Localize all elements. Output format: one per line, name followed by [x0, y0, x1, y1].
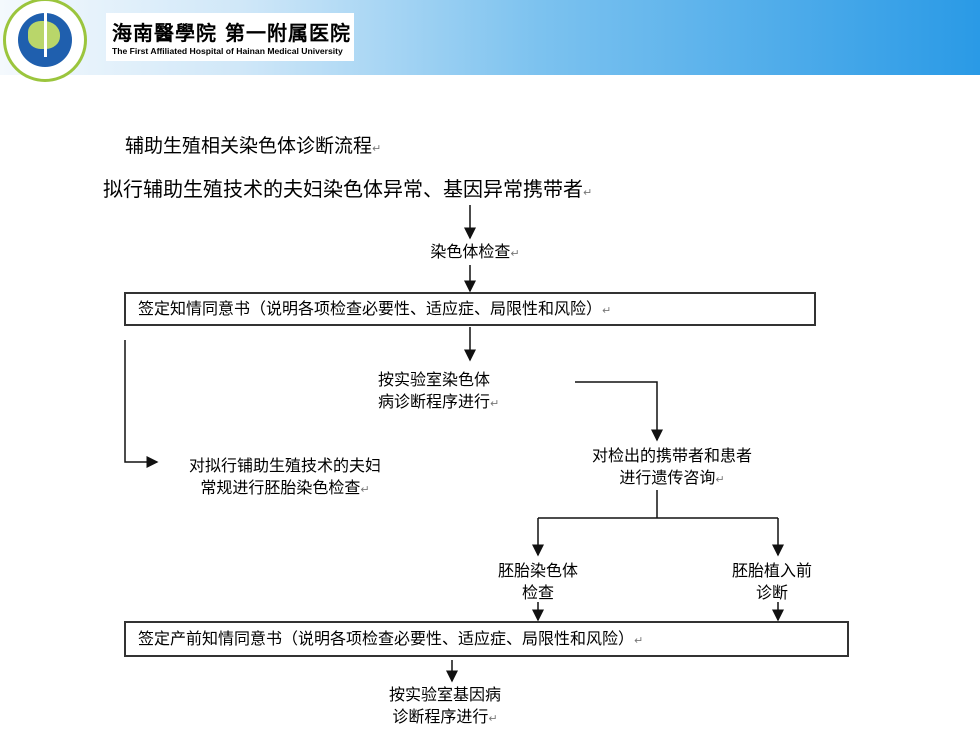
arrow-lab-to-counseling	[575, 381, 663, 442]
consent-box: 签定知情同意书（说明各项检查必要性、适应症、局限性和风险）↵	[124, 292, 816, 326]
hospital-name-en: The First Affiliated Hospital of Hainan …	[112, 46, 343, 56]
arrow-consent-to-left-branch	[124, 340, 159, 468]
gene-procedure-node: 按实验室基因病诊断程序进行↵	[388, 685, 501, 726]
counseling-node: 对检出的携带者和患者进行遗传咨询↵	[591, 446, 752, 487]
left-branch-node: 对拟行铺助生殖技术的夫妇常规进行胚胎染色检查↵	[188, 456, 381, 497]
hospital-name-cn: 海南醫學院 第一附属医院	[112, 21, 351, 45]
lab-procedure-node: 按实验室染色体病诊断程序进行↵	[378, 370, 500, 411]
prenatal-consent-box: 签定产前知情同意书（说明各项检查必要性、适应症、局限性和风险）↵	[124, 621, 849, 657]
pgd-node: 胚胎植入前诊断	[731, 561, 812, 602]
hospital-title-banner: 海南醫學院 第一附属医院 The First Affiliated Hospit…	[106, 13, 354, 61]
flow-start-node: 拟行辅助生殖技术的夫妇染色体异常、基因异常携带者↵	[103, 177, 593, 201]
hospital-logo	[3, 0, 87, 82]
flow-title: 辅助生殖相关染色体诊断流程↵	[125, 135, 382, 157]
embryo-chromosome-node: 胚胎染色体检查	[497, 561, 578, 602]
slide-header: 海南醫學院 第一附属医院 The First Affiliated Hospit…	[0, 0, 980, 82]
chromosome-check-node: 染色体检查↵	[430, 242, 520, 261]
